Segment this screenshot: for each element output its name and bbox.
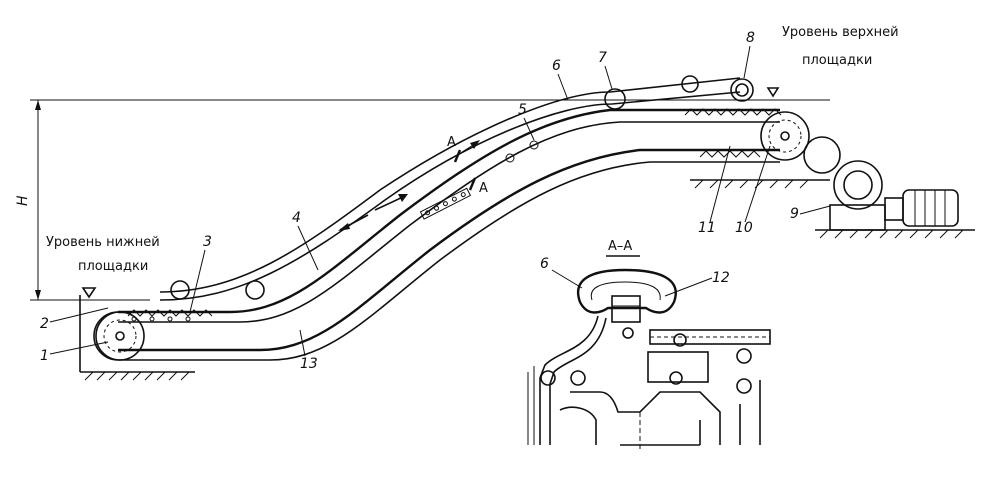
callout-9: 9: [790, 206, 799, 222]
step-track-lower: [118, 121, 780, 323]
callout-13: 13: [300, 356, 318, 372]
callout-8: 8: [746, 30, 755, 46]
lower-level-label-1: Уровень нижней: [46, 235, 160, 250]
section-detail: А–А 6: [527, 239, 771, 450]
return-track-lower: [118, 161, 780, 361]
drive-gear: [833, 160, 883, 210]
direction-arrows: [338, 194, 408, 231]
callout-1: 1: [40, 348, 49, 364]
step-track-upper: [118, 108, 780, 314]
section-mark-label-2: А: [479, 181, 488, 196]
callout-11: 11: [698, 220, 716, 236]
callout-7: 7: [598, 50, 607, 66]
callout-2: 2: [40, 316, 49, 332]
upper-ground: [690, 179, 975, 239]
motor: [902, 189, 959, 227]
frame-bracket: [647, 351, 709, 383]
section-cut-mark: А А: [447, 135, 488, 196]
roller-5: [529, 140, 539, 150]
upper-level-label-1: Уровень верхней: [782, 25, 899, 40]
roller: [505, 153, 515, 163]
handrail-guide: [611, 295, 641, 323]
section-callout-6: 6: [540, 256, 549, 272]
lower-ground: [79, 295, 195, 381]
handrail-roller: [245, 280, 265, 300]
callout-10: 10: [735, 220, 753, 236]
handrail-bottom: [159, 91, 741, 301]
upper-sprocket: [760, 111, 810, 161]
handrail-roller: [681, 75, 699, 93]
upper-level-label-2: площадки: [802, 53, 872, 68]
return-track-upper: [118, 148, 780, 352]
height-arrow-bottom: [35, 290, 41, 300]
height-label: H: [15, 195, 31, 206]
callout-3: 3: [203, 234, 212, 250]
callouts: 1 2 3 4 5 6 7 8 9 10 11 12 13: [40, 30, 831, 372]
balustrade-panel: [539, 315, 599, 445]
frame-pedestal: [570, 391, 721, 445]
handrail-roller: [170, 280, 190, 300]
handrail-top: [159, 77, 741, 293]
lower-level-label-2: площадки: [78, 259, 148, 274]
section-mark-label-1: А: [447, 135, 456, 150]
callout-12: 12: [712, 270, 730, 286]
upper-steps: [684, 108, 782, 158]
callout-5: 5: [518, 102, 527, 118]
handrail-roller-8: [730, 78, 754, 102]
callout-6: 6: [552, 58, 561, 74]
handrail-roller-7: [604, 88, 626, 110]
lower-sprocket: [95, 311, 145, 361]
drive-wheel: [803, 136, 841, 174]
lower-steps: [127, 309, 213, 322]
height-arrow-top: [35, 100, 41, 110]
lower-level-marker: [81, 287, 97, 299]
handrail-profile: [577, 268, 677, 314]
incline-steps: [419, 187, 472, 220]
callout-4: 4: [292, 210, 301, 226]
upper-level-marker: [766, 87, 780, 98]
section-title: А–А: [608, 239, 632, 254]
